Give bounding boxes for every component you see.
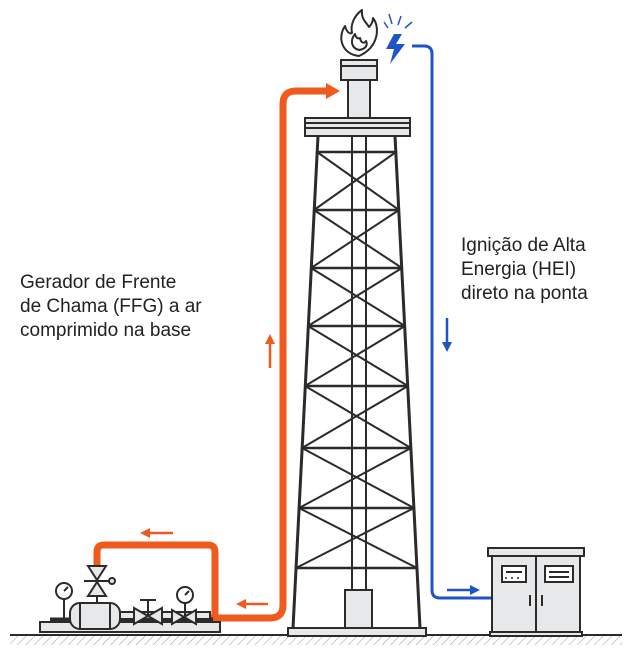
valve-icon: [84, 565, 116, 603]
flame-icon: [340, 9, 378, 57]
ffg-flow-arrow-left-top: [140, 528, 173, 538]
flare-tower: [287, 59, 427, 637]
hei-control-panel: [487, 547, 585, 637]
hei-label-line2: Energia (HEI): [461, 259, 577, 280]
ffg-arrowhead: [326, 83, 340, 99]
hei-line: [412, 44, 492, 600]
pressure-gauge-icon: [55, 582, 73, 620]
hei-label-line3: direto na ponta: [461, 283, 588, 304]
valve-icon: [133, 599, 163, 626]
hei-flow-arrow-right: [447, 585, 480, 595]
hei-label: Ignição de Alta Energia (HEI) direto na …: [461, 234, 588, 306]
ffg-flow-arrow-left-bottom: [236, 599, 268, 609]
ffg-label-line1: Gerador de Frente: [20, 272, 177, 293]
ffg-label-line3: comprimido na base: [20, 320, 192, 341]
ffg-compressor-assembly: [39, 602, 221, 633]
ffg-line: [93, 87, 332, 622]
valve-icon: [171, 608, 197, 626]
hei-flow-arrow-down: [442, 318, 452, 352]
ffg-flow-arrow-up: [265, 334, 275, 368]
spark-icon: [383, 13, 413, 64]
hei-label-line1: Ignição de Alta: [461, 235, 586, 256]
ffg-label-line2: de Chama (FFG) a ar: [20, 296, 202, 317]
ffg-label: Gerador de Frente de Chama (FFG) a ar co…: [20, 271, 202, 343]
